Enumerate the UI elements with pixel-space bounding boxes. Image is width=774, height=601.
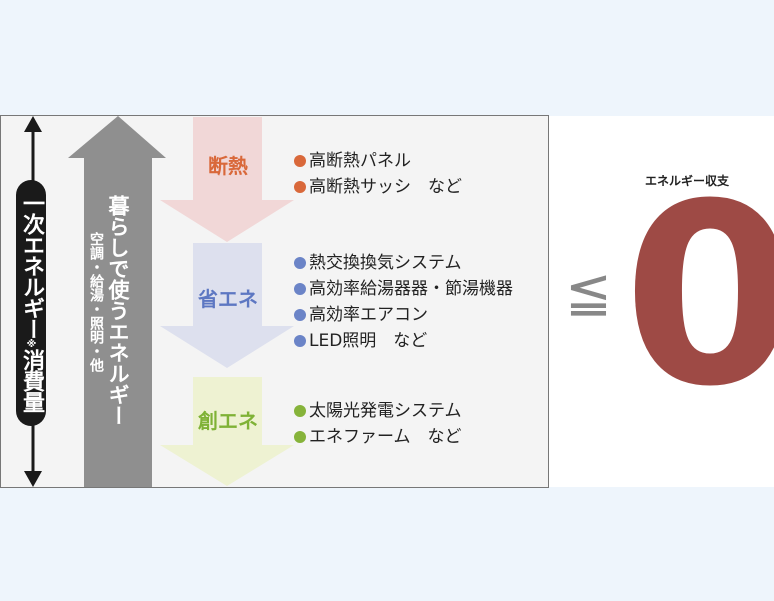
stage-energy-creation-name: 創エネ	[198, 409, 258, 433]
result-panel	[549, 116, 774, 487]
primary-energy-main: 一次エネルギー	[19, 192, 44, 339]
blue-dot-icon	[294, 283, 306, 295]
green-dot-icon	[294, 405, 306, 417]
list-item-text: エネファーム など	[309, 427, 462, 447]
note-mark: ※	[26, 339, 37, 349]
list-item: エネファーム など	[294, 424, 462, 450]
list-item-text: 高断熱パネル	[309, 151, 411, 171]
list-item-text: 高効率エアコン	[309, 305, 428, 325]
big-arrow-title: 暮らしで使うエネルギー	[106, 195, 130, 426]
big-arrow-subtitle: 空調・給湯・照明・他	[88, 232, 104, 372]
list-item: LED照明 など	[294, 328, 513, 354]
primary-energy-label: 一次エネルギー※消費量	[16, 180, 46, 426]
zero-value: 0	[623, 150, 774, 441]
primary-energy-text: 一次エネルギー※消費量	[19, 192, 44, 412]
list-item-text: 高効率給湯器器・節湯機器	[309, 279, 513, 299]
list-item-text: 高断熱サッシ など	[309, 177, 462, 197]
list-item: 高断熱サッシ など	[294, 174, 462, 200]
list-item-text: LED照明 など	[309, 331, 428, 351]
energy-creation-list: 太陽光発電システム エネファーム など	[294, 398, 462, 450]
stage-insulation-name: 断熱	[208, 154, 248, 178]
list-item: 高効率給湯器器・節湯機器	[294, 276, 513, 302]
blue-dot-icon	[294, 335, 306, 347]
primary-energy-end: 消費量	[19, 349, 44, 412]
axis-arrow-down	[24, 471, 42, 487]
list-item: 高断熱パネル	[294, 148, 462, 174]
stage-energy-saving-name: 省エネ	[198, 287, 258, 311]
blue-dot-icon	[294, 257, 306, 269]
energy-creation-arrow	[160, 377, 294, 486]
list-item-text: 太陽光発電システム	[309, 401, 462, 421]
insulation-arrow	[160, 117, 294, 242]
orange-dot-icon	[294, 155, 306, 167]
axis-arrow-up	[24, 116, 42, 132]
energy-saving-list: 熱交換換気システム 高効率給湯器器・節湯機器 高効率エアコン LED照明 など	[294, 250, 513, 354]
list-item: 熱交換換気システム	[294, 250, 513, 276]
less-or-equal-symbol: ≦	[565, 260, 612, 325]
list-item: 高効率エアコン	[294, 302, 513, 328]
big-up-arrow	[68, 116, 166, 487]
list-item-text: 熱交換換気システム	[309, 253, 462, 273]
green-dot-icon	[294, 431, 306, 443]
list-item: 太陽光発電システム	[294, 398, 462, 424]
energy-saving-arrow	[160, 243, 294, 368]
energy-balance-caption: エネルギー収支	[645, 174, 730, 188]
insulation-list: 高断熱パネル 高断熱サッシ など	[294, 148, 462, 200]
orange-dot-icon	[294, 181, 306, 193]
blue-dot-icon	[294, 309, 306, 321]
